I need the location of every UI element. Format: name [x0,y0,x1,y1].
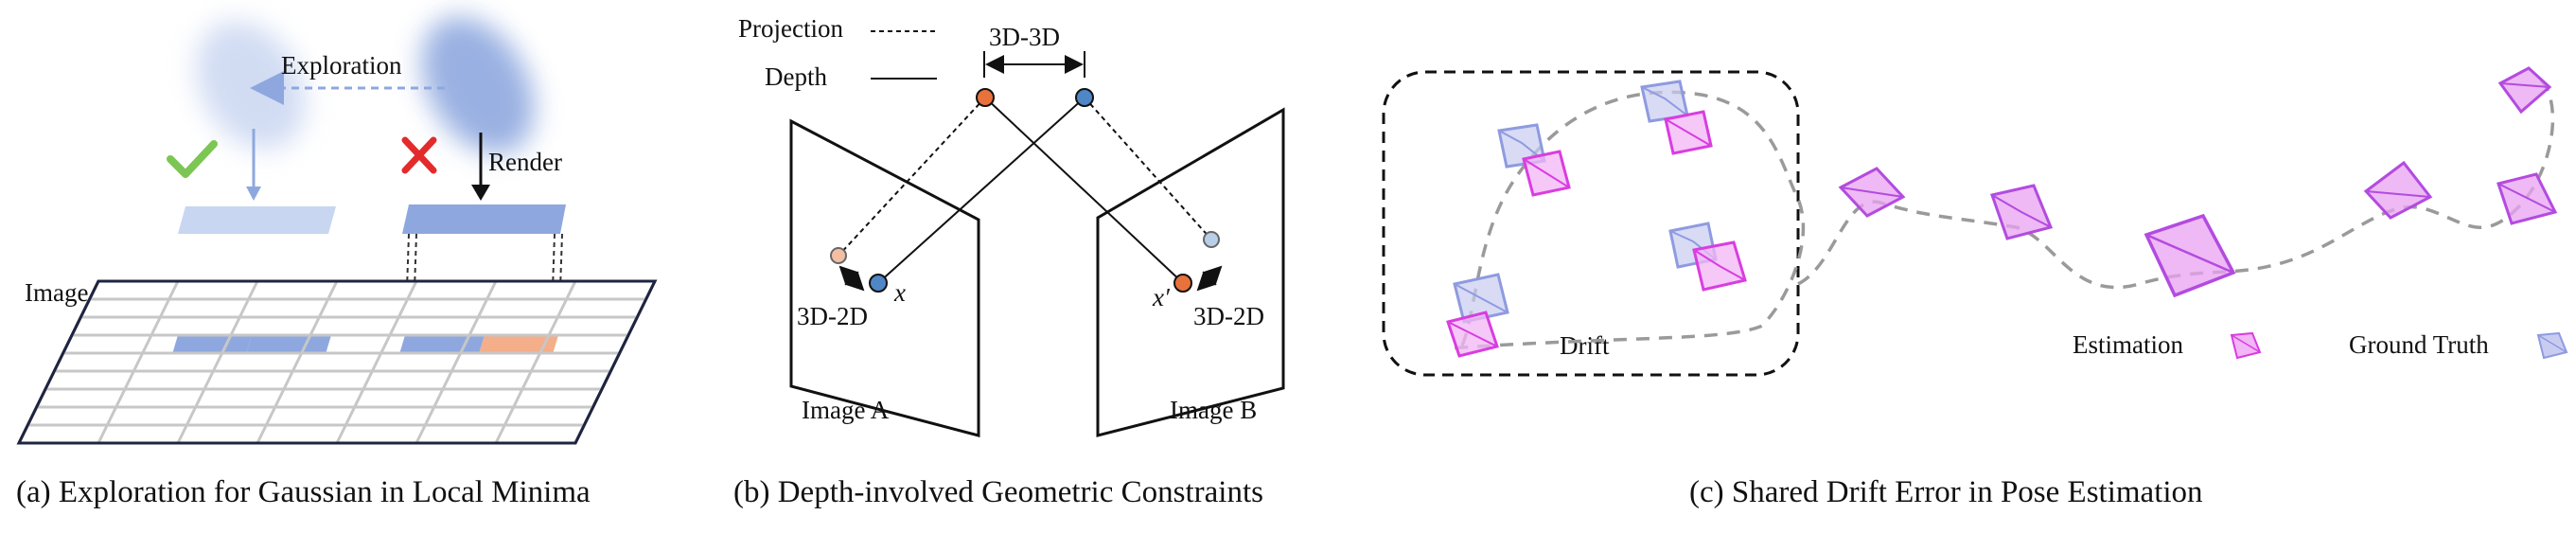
image-label: Image [25,278,88,307]
ground-truth-label: Ground Truth [2349,330,2489,359]
trajectory-path [1447,90,1806,350]
gaussian-right [421,16,535,154]
camera-est-9 [2497,172,2558,225]
d3d3d-label: 3D-3D [989,23,1060,51]
splat-blue [402,204,566,234]
camera-est-1 [1446,311,1499,358]
ground-truth-legend-icon [2536,331,2568,360]
camera-est-6 [1990,184,2054,240]
camera-est-8 [2363,160,2433,220]
image-plane-b [1096,107,1285,437]
cell-blue-1 [172,335,252,354]
image-plane-a [789,118,980,437]
caption-c: (c) Shared Drift Error in Pose Estimatio… [1689,475,2203,509]
camera-gt-1 [1453,273,1509,324]
cell-orange [479,335,558,354]
gaussian-left [196,21,306,150]
check-icon [167,140,218,178]
point-x [869,274,888,293]
caption-b: (b) Depth-involved Geometric Constraints [733,475,1263,509]
x-prime-label: x′ [1152,283,1171,311]
estimation-legend-icon [2230,331,2262,360]
x-label: x [893,278,906,307]
image-a-label: Image A [802,396,890,424]
drift-label: Drift [1560,331,1610,360]
point-3d-orange [976,88,995,107]
camera-est-2 [1522,150,1571,197]
exploration-label: Exploration [281,51,402,80]
proj-orange-a [830,247,847,264]
camera-est-7 [2144,213,2236,298]
image-b-label: Image B [1170,396,1257,424]
drift-box [1382,70,1800,377]
camera-est-10 [2497,66,2552,115]
render-label: Render [488,148,562,176]
image-grid [16,279,658,445]
projection-legend-label: Projection [738,14,843,43]
estimation-label: Estimation [2073,330,2183,359]
cross-icon [401,136,437,174]
left-3d2d-arrow [838,265,865,292]
point-3d-blue [1075,88,1094,107]
point-x-prime [1173,274,1192,293]
cell-blue-2 [246,335,331,354]
splat-light [178,206,336,234]
panel-a: Exploration Render [16,16,658,509]
cell-blue-3 [399,335,485,354]
camera-est-4 [1692,240,1747,292]
caption-a: (a) Exploration for Gaussian in Local Mi… [16,475,591,509]
panel-b: Projection Depth 3D-3D 3D-2D x x′ 3D-2D … [733,14,1285,509]
left-3d2d-label: 3D-2D [797,302,868,330]
panel-c: Drift [1382,66,2568,509]
proj-blue-b [1203,231,1220,248]
camera-est-5 [1838,167,1906,218]
camera-est-3 [1664,110,1713,155]
right-3d2d-arrow [1196,265,1223,292]
right-3d2d-label: 3D-2D [1193,302,1264,330]
depth-legend-label: Depth [765,62,827,91]
